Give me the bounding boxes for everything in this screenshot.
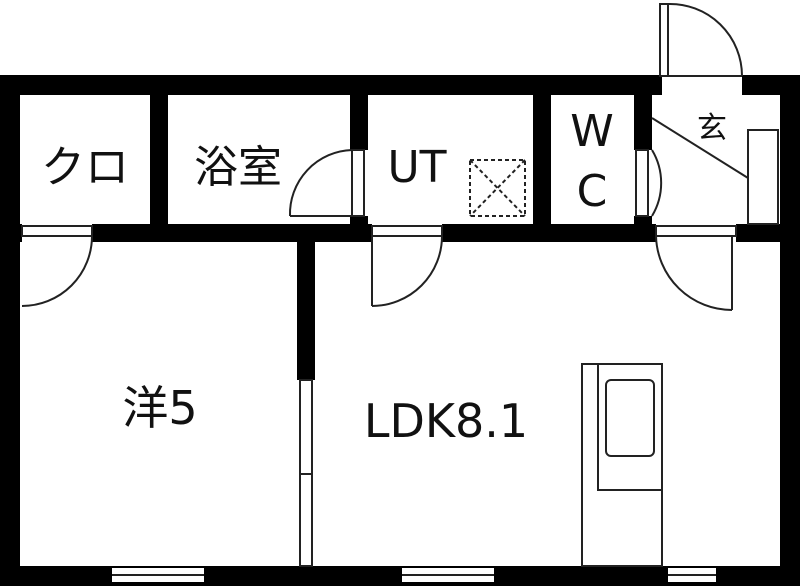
ventilation-fan-icon: [469, 159, 526, 217]
room-labels: クロ 浴室 UT W C 玄 洋5 LDK8.1: [41, 106, 727, 448]
closet-label: クロ: [41, 142, 129, 193]
kitchen-sink-icon: [581, 363, 663, 567]
entrance-details: [651, 117, 779, 225]
toilet-label-c: C: [577, 166, 608, 217]
door-swing-icon: [21, 2, 743, 567]
utility-label: UT: [387, 142, 446, 193]
western-room-label: 洋5: [122, 381, 197, 435]
bath-label: 浴室: [194, 142, 282, 193]
ldk-label: LDK8.1: [364, 394, 528, 448]
entrance-label: 玄: [697, 111, 727, 146]
toilet-label-w: W: [570, 106, 614, 157]
